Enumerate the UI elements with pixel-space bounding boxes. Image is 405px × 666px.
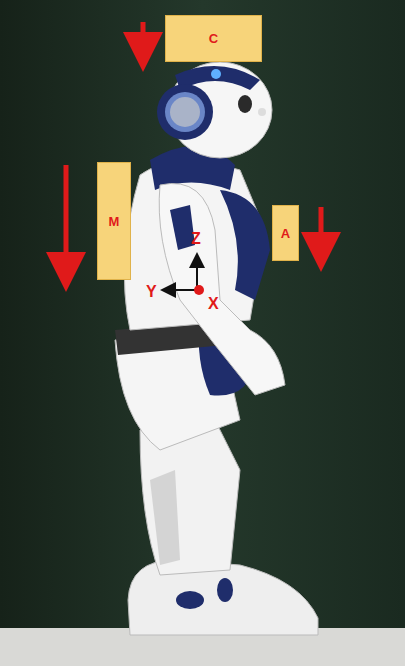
label-box: M: [97, 162, 131, 280]
box-letter: A: [281, 226, 290, 241]
box-letter: C: [209, 31, 218, 46]
y-axis: [168, 289, 197, 291]
force-arrow: [141, 22, 146, 52]
axis-label: Y: [146, 284, 157, 300]
axis-label: Z: [191, 231, 201, 247]
label-box: C: [165, 15, 262, 62]
axis-label: X: [208, 296, 219, 312]
force-arrow: [319, 207, 324, 252]
robot-body: [115, 62, 318, 635]
label-box: A: [272, 205, 299, 261]
origin-dot: [194, 285, 204, 295]
box-letter: M: [109, 214, 120, 229]
force-arrow: [64, 165, 69, 272]
